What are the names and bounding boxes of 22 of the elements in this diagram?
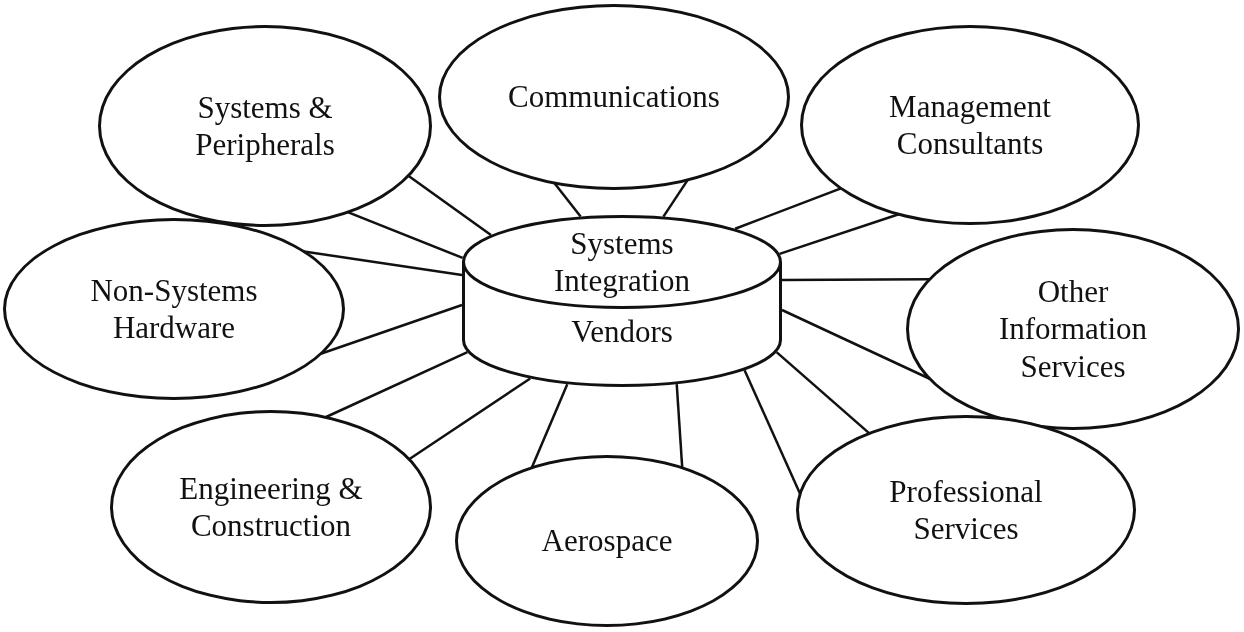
connector-line <box>347 211 464 260</box>
node-label: Communications <box>508 78 720 116</box>
node-label: Other Information Services <box>997 273 1149 385</box>
connector-line <box>553 182 582 218</box>
connector-line <box>775 351 871 435</box>
connector-line <box>734 187 842 230</box>
node-label: Vendors <box>570 313 674 351</box>
cylinder <box>462 215 782 387</box>
connector-line <box>408 377 531 461</box>
connector-line <box>407 174 492 237</box>
connector-line <box>662 179 689 218</box>
node-label: Systems & Peripherals <box>194 88 336 164</box>
node-label: Professional Services <box>888 472 1044 548</box>
node-label: Systems Integration <box>553 225 691 300</box>
node-label: Management Consultants <box>888 87 1052 163</box>
connector-line <box>325 351 468 419</box>
connector-line <box>530 383 569 469</box>
connector-line <box>675 384 684 468</box>
node-label: Non-Systems Hardware <box>89 271 259 347</box>
connector-line <box>782 278 930 282</box>
node-label: Aerospace <box>541 522 673 560</box>
node-label: Engineering & Construction <box>178 469 364 545</box>
